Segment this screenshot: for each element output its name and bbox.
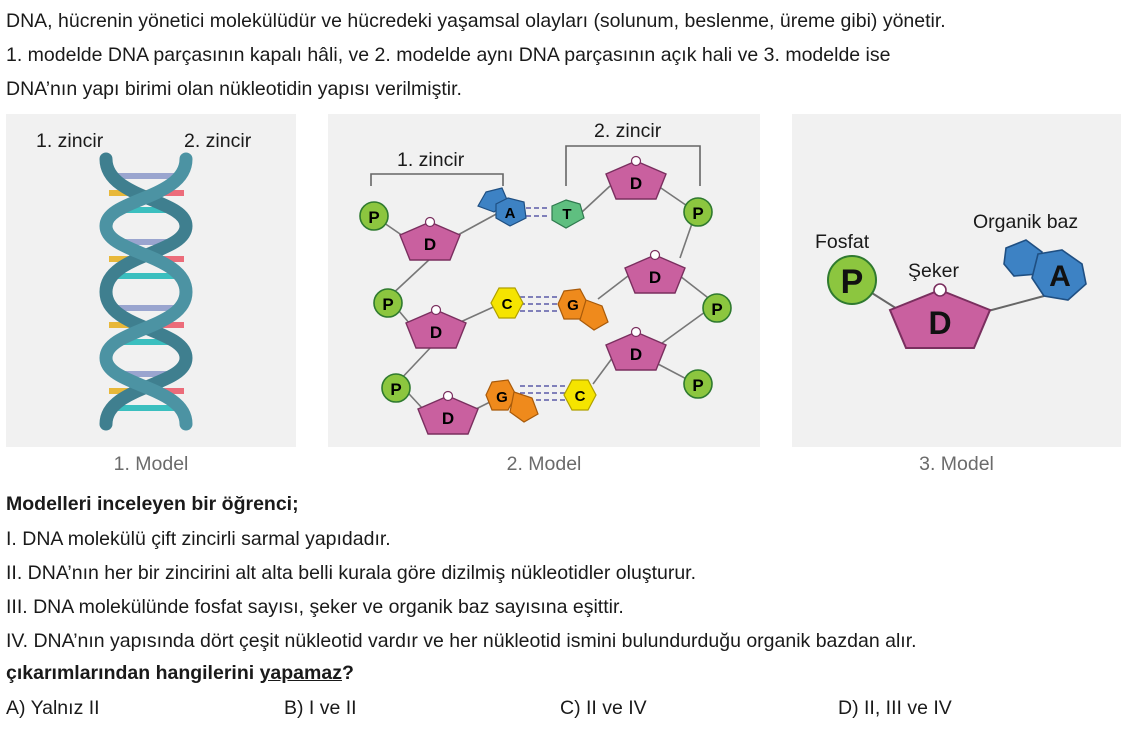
svg-text:P: P [368, 208, 379, 227]
svg-text:G: G [567, 297, 579, 314]
phosphate-group: P [373, 288, 403, 318]
svg-text:D: D [630, 345, 642, 364]
statement-i: I. DNA molekülü çift zincirli sarmal yap… [6, 528, 391, 550]
phosphate-group: P [827, 255, 877, 305]
dna-helix-illustration: 1. zincir 2. zincir [36, 130, 252, 431]
phosphate-group: P [702, 293, 732, 323]
deoxyribose-sugar: D [417, 390, 479, 435]
svg-text:D: D [630, 174, 642, 193]
deoxyribose-sugar: D [888, 283, 992, 349]
label-chain-2: 2. zincir [184, 130, 252, 152]
svg-text:T: T [562, 206, 571, 223]
label-chain-2: 2. zincir [594, 120, 662, 142]
label-chain-1: 1. zincir [397, 149, 465, 171]
question-ending-suffix: ? [341, 662, 354, 684]
hydrogen-bonds [520, 207, 566, 401]
option-d[interactable]: D) II, III ve IV [838, 697, 952, 719]
phosphate-group: P [381, 373, 411, 403]
phosphate-label: Fosfat [815, 231, 870, 253]
phosphate-group: P [683, 197, 713, 227]
guanine-base: G [485, 379, 539, 423]
svg-text:P: P [692, 376, 703, 395]
question-ending-prefix: çıkarımlarından hangilerini [6, 662, 260, 684]
svg-text:P: P [692, 204, 703, 223]
cytosine-base: C [563, 379, 597, 411]
dna-ladder-illustration: 1. zincir 2. zincir P P P [359, 120, 732, 435]
svg-text:P: P [841, 263, 864, 301]
deoxyribose-sugar: D [399, 216, 461, 261]
guanine-base: G [557, 288, 609, 331]
deoxyribose-sugar: D [624, 249, 686, 294]
model-3-panel: Fosfat Şeker Organik baz P D A [792, 114, 1121, 447]
cytosine-base: C [490, 287, 524, 319]
thymine-base: T [551, 199, 585, 229]
statement-iii: III. DNA molekülünde fosfat sayısı, şeke… [6, 596, 624, 618]
svg-text:P: P [390, 380, 401, 399]
svg-text:A: A [505, 205, 516, 222]
svg-text:C: C [575, 388, 586, 405]
phosphate-group: P [683, 369, 713, 399]
svg-text:P: P [382, 295, 393, 314]
label-chain-1: 1. zincir [36, 130, 104, 152]
svg-text:P: P [711, 300, 722, 319]
question-title: Modelleri inceleyen bir öğrenci; [6, 493, 299, 515]
statement-ii: II. DNA’nın her bir zincirini alt alta b… [6, 562, 697, 584]
model-2-panel: 1. zincir 2. zincir P P P [328, 114, 760, 447]
adenine-base: A [1003, 239, 1087, 301]
svg-text:D: D [424, 235, 436, 254]
intro-text: DNA, hücrenin yönetici molekülüdür ve hü… [6, 4, 1118, 106]
svg-text:D: D [430, 323, 442, 342]
question-emphasis: yapamaz [259, 662, 342, 684]
helix-backbone-1 [99, 152, 193, 431]
model-2-caption: 2. Model [506, 453, 582, 475]
intro-line-2: 1. modelde DNA parçasının kapalı hâli, v… [6, 44, 891, 66]
statement-iv: IV. DNA’nın yapısında dört çeşit nükleot… [6, 630, 917, 652]
option-a[interactable]: A) Yalnız II [6, 697, 100, 719]
phosphate-group: P [359, 201, 389, 231]
option-c[interactable]: C) II ve IV [560, 697, 647, 719]
model-1-panel: 1. zincir 2. zincir [6, 114, 296, 447]
question-ending: çıkarımlarından hangilerini yapamaz? [6, 662, 354, 685]
intro-line-3: DNA’nın yapı birimi olan nükleotidin yap… [6, 78, 462, 100]
base-label: Organik baz [973, 211, 1078, 233]
adenine-base: A [477, 187, 527, 227]
svg-text:A: A [1049, 260, 1071, 293]
helix-backbone-2 [99, 152, 193, 431]
svg-text:D: D [649, 268, 661, 287]
deoxyribose-sugar: D [605, 155, 667, 200]
svg-text:D: D [928, 305, 951, 341]
deoxyribose-sugar: D [405, 304, 467, 349]
model-1-caption: 1. Model [113, 453, 189, 475]
deoxyribose-sugar: D [605, 326, 667, 371]
svg-text:D: D [442, 409, 454, 428]
model-3-caption: 3. Model [919, 453, 994, 475]
option-b[interactable]: B) I ve II [284, 697, 357, 719]
sugar-label: Şeker [908, 260, 959, 282]
svg-text:C: C [502, 296, 513, 313]
svg-text:G: G [496, 389, 508, 406]
intro-line-1: DNA, hücrenin yönetici molekülüdür ve hü… [6, 10, 946, 32]
nucleotide-illustration: Fosfat Şeker Organik baz P D A [815, 211, 1087, 349]
